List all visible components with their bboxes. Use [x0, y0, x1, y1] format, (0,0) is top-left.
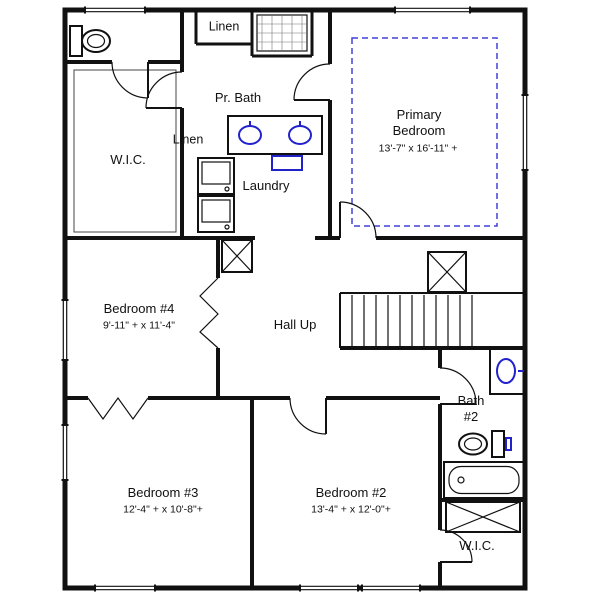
room-dims-primary-bedroom: 13'-7" x 16'-11" + [378, 142, 458, 155]
toilet-icon [69, 25, 111, 57]
dryer-icon [197, 195, 235, 233]
room-label-bath-2: Bath #2 [457, 393, 485, 424]
chase-x-box [445, 501, 521, 533]
cabinet-icon [271, 155, 303, 171]
bathtub-icon [443, 461, 525, 499]
window [61, 299, 69, 361]
window [61, 424, 69, 481]
room-dims-bedroom-3: 12'-4" + x 10'-8"+ [123, 503, 203, 516]
bifold-door [87, 396, 149, 421]
chase-x-box [221, 239, 253, 273]
window [84, 6, 146, 14]
washer-icon [197, 157, 235, 195]
room-label-laundry: Laundry [242, 178, 290, 194]
bifold-door [199, 277, 219, 349]
room-dims-bedroom-4: 9'-11" + x 11'-4" [102, 319, 176, 332]
room-label-wic-upper: W.I.C. [110, 152, 146, 168]
room-label-primary-bath: Pr. Bath [214, 90, 262, 106]
double-vanity-icon [227, 115, 323, 155]
staircase-icon [339, 292, 525, 348]
window [299, 584, 359, 592]
tray-ceiling-outline [351, 37, 498, 227]
room-label-linen-upper: Linen [208, 19, 240, 34]
room-label-hall: Hall Up [273, 317, 317, 333]
room-label-wic-lower: W.I.C. [459, 538, 495, 554]
door-swings [111, 61, 477, 563]
closet-shelving-outline [73, 69, 177, 233]
chase-x-box [427, 251, 467, 293]
room-dims-bedroom-2: 13'-4" + x 12'-0"+ [311, 503, 391, 516]
shower-icon [256, 14, 308, 52]
interior-walls [65, 10, 525, 588]
window [94, 584, 156, 592]
window [361, 584, 421, 592]
windows [61, 6, 529, 592]
window [394, 6, 471, 14]
exterior-walls [62, 7, 528, 591]
window [521, 94, 529, 171]
room-label-primary-bedroom: Primary Bedroom [392, 107, 446, 138]
toilet-icon [458, 430, 512, 458]
room-label-linen-hall: Linen [172, 132, 204, 147]
room-label-bedroom-2: Bedroom #2 [315, 485, 387, 501]
vanity-sink-icon [489, 347, 526, 395]
room-label-bedroom-4: Bedroom #4 [103, 301, 175, 317]
room-label-bedroom-3: Bedroom #3 [127, 485, 199, 501]
